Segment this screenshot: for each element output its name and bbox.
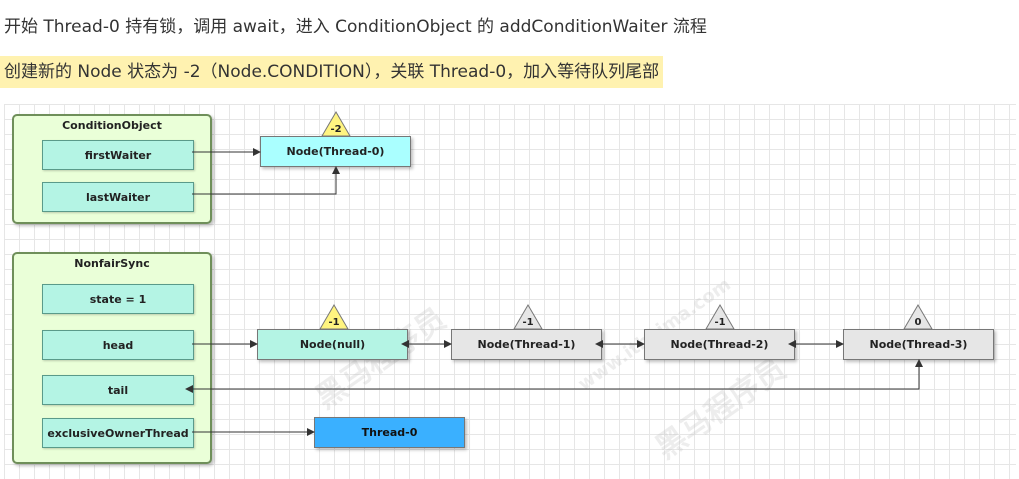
field-exclusive-owner-thread: exclusiveOwnerThread [42, 418, 194, 448]
condition-object-title: ConditionObject [62, 119, 162, 132]
field-last-waiter: lastWaiter [42, 182, 194, 212]
svg-text:-1: -1 [328, 317, 339, 328]
nonfair-sync-box: NonfairSync state = 1 head tail exclusiv… [12, 252, 212, 464]
svg-text:-1: -1 [522, 317, 533, 328]
connector-layer: -2 -1 -1 -1 0 [185, 111, 933, 436]
node-thread-0-waiter: Node(Thread-0) [260, 136, 411, 167]
svg-text:0: 0 [915, 317, 922, 328]
field-state: state = 1 [42, 284, 194, 314]
title-line-2-highlight: 创建新的 Node 状态为 -2（Node.CONDITION），关联 Thre… [0, 56, 664, 88]
status-badge-thread-1: -1 [513, 304, 543, 330]
svg-text:-2: -2 [330, 124, 341, 135]
status-badge-null: -1 [319, 304, 349, 330]
queue-node-null: Node(null) [257, 329, 408, 360]
arrow-tail [185, 359, 923, 393]
queue-node-thread-3: Node(Thread-3) [843, 329, 994, 360]
field-first-waiter: firstWaiter [42, 140, 194, 170]
diagram-canvas: 黑马程序员 黑马程序员 www.itheima.com ConditionObj… [4, 104, 1016, 479]
title-line-1: 开始 Thread-0 持有锁，调用 await，进入 ConditionObj… [4, 17, 707, 37]
field-head: head [42, 330, 194, 360]
svg-text:-1: -1 [714, 317, 725, 328]
status-badge-thread-3: 0 [903, 304, 933, 330]
condition-object-box: ConditionObject firstWaiter lastWaiter [12, 114, 212, 224]
status-badge-thread-2: -1 [705, 304, 735, 330]
field-tail: tail [42, 375, 194, 405]
owner-thread-0: Thread-0 [314, 417, 465, 448]
status-badge-waiter: -2 [321, 111, 351, 137]
arrow-last-waiter [192, 166, 340, 195]
nonfair-sync-title: NonfairSync [74, 257, 150, 270]
